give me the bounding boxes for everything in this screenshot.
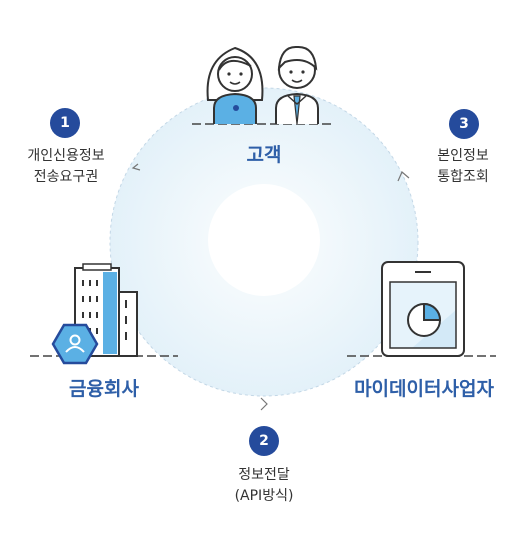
customer-icon (206, 45, 319, 125)
step-1-line-2: 전송요구권 (33, 169, 99, 185)
step-3-line-2: 통합조회 (437, 169, 489, 185)
step-1-line-1: 개인신용정보 (27, 148, 105, 164)
step-3-text: 본인정보 통합조회 (437, 146, 489, 188)
user-hexagon-icon (51, 323, 99, 365)
step-3-line-1: 본인정보 (437, 148, 489, 164)
customer-label: 고객 (246, 144, 282, 166)
arrow-right-icon (397, 171, 410, 182)
step-1-badge: 1 (50, 108, 80, 138)
step-2-badge: 2 (249, 426, 279, 456)
step-1-text: 개인신용정보 전송요구권 (27, 146, 104, 188)
step-2-line-1: 정보전달 (238, 467, 290, 483)
step-3-badge: 3 (449, 109, 479, 139)
tablet-chart-icon (381, 261, 465, 357)
financial-company-label: 금융회사 (69, 378, 139, 400)
mydata-operator-label: 마이데이터사업자 (354, 378, 494, 400)
center-circle (208, 184, 320, 296)
arrow-left-icon (131, 163, 141, 171)
arrow-bottom-icon (260, 397, 268, 411)
step-2-line-2: (API방식) (234, 488, 294, 504)
step-2-text: 정보전달 (API방식) (235, 465, 294, 507)
